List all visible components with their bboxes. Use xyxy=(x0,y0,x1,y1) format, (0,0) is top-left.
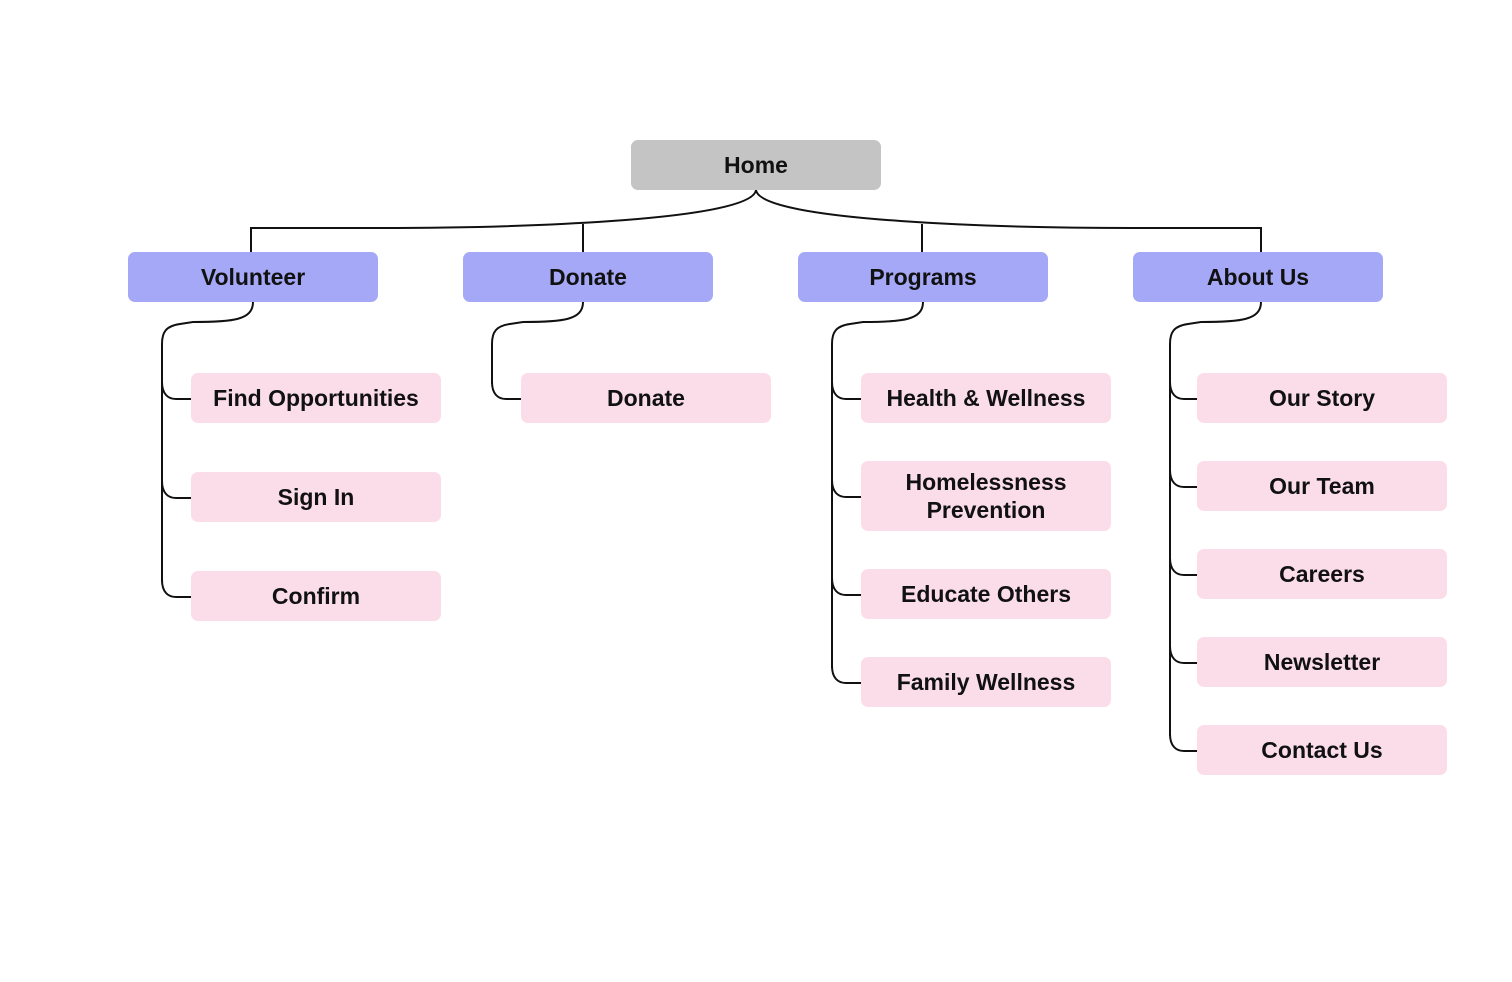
connector-volunteer-head xyxy=(161,301,254,345)
node-family-wellness[interactable]: Family Wellness xyxy=(861,657,1111,707)
connector-donate-head xyxy=(491,301,584,345)
connector-volunteer-branch xyxy=(161,579,191,598)
node-programs[interactable]: Programs xyxy=(798,252,1048,302)
node-find-opportunities[interactable]: Find Opportunities xyxy=(191,373,441,423)
connector-about-us-branch xyxy=(1169,381,1197,400)
connector-donate-branch xyxy=(491,381,521,400)
node-confirm[interactable]: Confirm xyxy=(191,571,441,621)
node-programs-label: Programs xyxy=(869,264,977,290)
node-find-opportunities-label: Find Opportunities xyxy=(213,385,419,411)
node-about-us[interactable]: About Us xyxy=(1133,252,1383,302)
node-health-wellness[interactable]: Health & Wellness xyxy=(861,373,1111,423)
node-contact-us[interactable]: Contact Us xyxy=(1197,725,1447,775)
connector-about-us-branch xyxy=(1169,733,1197,752)
connector-about-us-branch xyxy=(1169,645,1197,664)
node-donate-page-label: Donate xyxy=(607,385,685,411)
connector-programs-branch xyxy=(831,479,861,498)
connector-home-volunteer xyxy=(250,189,757,252)
node-homelessness-prevention[interactable]: Homelessness Prevention xyxy=(861,461,1111,531)
node-contact-us-label: Contact Us xyxy=(1261,737,1383,763)
node-donate-section[interactable]: Donate xyxy=(463,252,713,302)
node-home-label: Home xyxy=(724,152,788,178)
section-connectors xyxy=(161,301,1262,752)
node-our-team-label: Our Team xyxy=(1269,473,1375,499)
root-connectors xyxy=(250,189,1262,252)
connector-volunteer-branch xyxy=(161,381,191,400)
node-newsletter[interactable]: Newsletter xyxy=(1197,637,1447,687)
node-about-us-label: About Us xyxy=(1206,264,1310,290)
node-our-story-label: Our Story xyxy=(1268,385,1376,411)
connector-volunteer-branch xyxy=(161,480,191,499)
connector-about-us-branch xyxy=(1169,469,1197,488)
node-homelessness-prevention-label: Homelessness Prevention xyxy=(905,469,1067,523)
connector-programs-branch xyxy=(831,665,861,684)
node-sign-in[interactable]: Sign In xyxy=(191,472,441,522)
node-newsletter-label: Newsletter xyxy=(1263,649,1381,675)
node-our-team[interactable]: Our Team xyxy=(1197,461,1447,511)
node-sign-in-label: Sign In xyxy=(277,484,355,510)
connector-programs-branch xyxy=(831,381,861,400)
node-confirm-label: Confirm xyxy=(271,583,361,609)
node-careers[interactable]: Careers xyxy=(1197,549,1447,599)
connector-programs-head xyxy=(831,301,924,345)
node-family-wellness-label: Family Wellness xyxy=(896,669,1076,695)
connector-home-about xyxy=(755,189,1262,252)
node-donate-section-label: Donate xyxy=(549,264,627,290)
connector-about-us-branch xyxy=(1169,557,1197,576)
node-educate-others[interactable]: Educate Others xyxy=(861,569,1111,619)
connector-programs-branch xyxy=(831,577,861,596)
node-health-wellness-label: Health & Wellness xyxy=(886,385,1086,411)
node-careers-label: Careers xyxy=(1279,561,1365,587)
node-donate-page[interactable]: Donate xyxy=(521,373,771,423)
node-volunteer-label: Volunteer xyxy=(200,264,306,290)
node-home[interactable]: Home xyxy=(631,140,881,190)
node-volunteer[interactable]: Volunteer xyxy=(128,252,378,302)
node-educate-others-label: Educate Others xyxy=(901,581,1071,607)
connector-about-us-head xyxy=(1169,301,1262,345)
node-our-story[interactable]: Our Story xyxy=(1197,373,1447,423)
